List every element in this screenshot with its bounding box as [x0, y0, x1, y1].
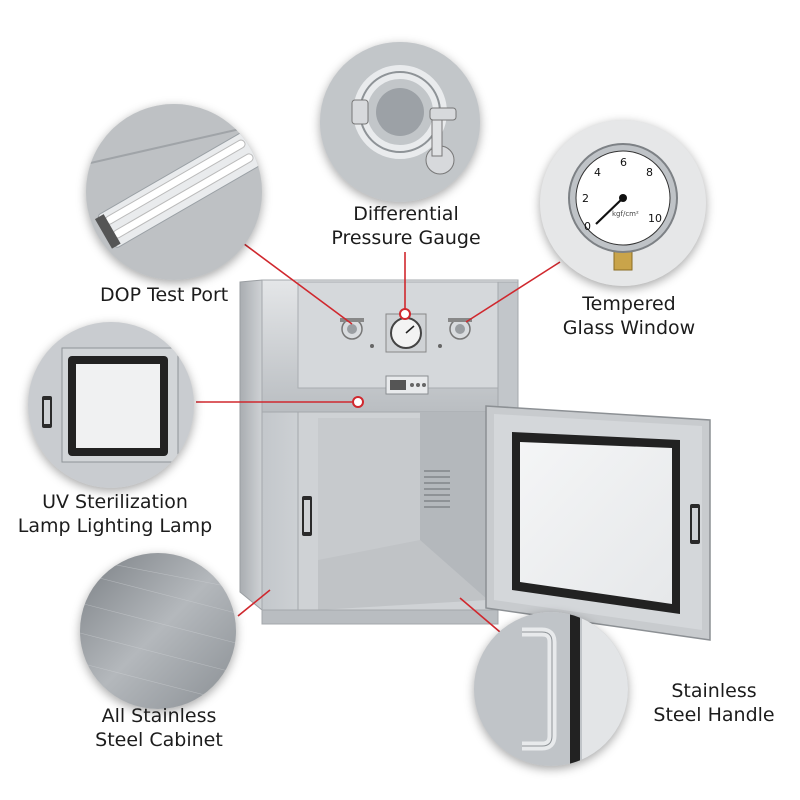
open-door [485, 405, 711, 641]
label-differential-pressure-gauge: Differential Pressure Gauge [326, 202, 486, 250]
label-cabinet-line1: All Stainless [101, 705, 217, 727]
dop-test-port-right [448, 318, 472, 340]
gauge-unit: kgf/cm² [612, 210, 639, 218]
label-handle-line2: Steel Handle [653, 704, 775, 726]
gauge-tick-0: 0 [584, 220, 591, 233]
vent-perforations [424, 470, 450, 508]
detail-circle-clamp [320, 42, 480, 202]
label-all-stainless-steel-cabinet: All Stainless Steel Cabinet [82, 704, 236, 752]
cabinet-left-side [239, 279, 263, 612]
tempered-glass-window [520, 442, 672, 604]
label-tempered-line2: Glass Window [562, 317, 696, 339]
gauge-tick-10: 10 [648, 212, 662, 225]
detail-circle-brushed-steel [80, 553, 236, 709]
chamber-floor [318, 540, 488, 610]
label-cabinet-line2: Steel Cabinet [95, 729, 223, 751]
callout-lines [196, 231, 561, 633]
label-handle-line1: Stainless [671, 680, 757, 702]
gauge-tick-2: 2 [582, 192, 589, 205]
detail-circle-lamp [86, 104, 262, 280]
gauge-tick-8: 8 [646, 166, 653, 179]
detail-circle-gauge: 0 2 4 6 8 10 kgf/cm² [540, 120, 706, 286]
callout-markers [352, 308, 411, 408]
label-differential-line2: Pressure Gauge [331, 227, 481, 249]
gauge-tick-4: 4 [594, 166, 601, 179]
label-uv-sterilization: UV Sterilization Lamp Lighting Lamp [10, 490, 220, 538]
label-dop-test-port: DOP Test Port [100, 283, 228, 307]
label-tempered-glass-window: Tempered Glass Window [554, 292, 704, 340]
detail-circle-handle [474, 612, 628, 766]
gauge-tick-6: 6 [620, 156, 627, 169]
label-uv-line1: UV Sterilization [42, 491, 188, 513]
label-uv-line2: Lamp Lighting Lamp [17, 515, 213, 537]
gauge-dial-numbers: 0 2 4 6 8 10 [582, 156, 662, 233]
dop-test-port-left [340, 318, 364, 340]
detail-circle-window [28, 322, 194, 488]
label-tempered-line1: Tempered [582, 293, 676, 315]
label-stainless-steel-handle: Stainless Steel Handle [634, 679, 794, 727]
label-differential-line1: Differential [353, 203, 459, 225]
label-dop-test-port-text: DOP Test Port [100, 284, 229, 306]
